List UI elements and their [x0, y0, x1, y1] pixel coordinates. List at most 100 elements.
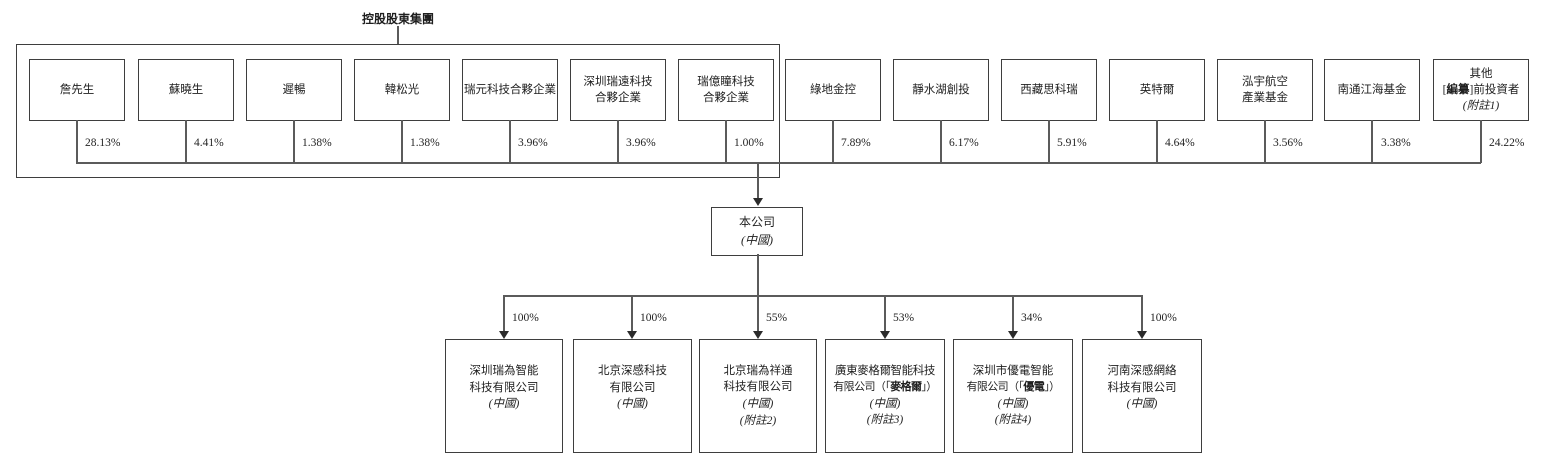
connector-line: [631, 295, 633, 332]
subsidiary-country: (中國): [488, 398, 520, 411]
company-country: (中國): [741, 232, 773, 247]
subsidiary-name: 科技有限公司: [723, 381, 793, 394]
shareholder-name: 合夥企業: [703, 92, 749, 104]
shareholder-name: 瑞億瞳科技: [697, 75, 755, 88]
connector-line: [940, 120, 942, 163]
ownership-percentage: 1.00%: [734, 137, 764, 149]
shareholder-name: 西藏思科瑞: [1020, 83, 1078, 96]
connector-line: [884, 295, 886, 332]
ownership-percentage: 1.38%: [410, 137, 440, 149]
arrow-down-icon: [1008, 331, 1018, 339]
connector-line: [832, 120, 834, 163]
shareholder-box: 深圳瑞遠科技 合夥企業: [570, 59, 666, 121]
arrow-down-icon: [627, 331, 637, 339]
shareholder-box: 詹先生: [29, 59, 125, 121]
ownership-percentage: 7.89%: [841, 137, 871, 149]
shareholder-name: 韓松光: [384, 83, 420, 96]
shareholder-box: 其他 [編纂]前投資者 (附註1): [1433, 59, 1529, 121]
shareholder-name: 靜水湖創投: [912, 83, 970, 96]
shareholder-name: 蘇曉生: [168, 83, 204, 96]
subsidiary-country: (中國): [617, 398, 648, 411]
shareholder-box: 綠地金控: [785, 59, 881, 121]
ownership-percentage: 100%: [640, 312, 667, 324]
subsidiary-note: (附註3): [866, 414, 904, 427]
ownership-percentage: 4.64%: [1165, 137, 1195, 149]
arrow-down-icon: [499, 331, 509, 339]
shareholder-note: (附註1): [1462, 100, 1500, 113]
shareholder-name: 英特爾: [1139, 83, 1175, 96]
arrow-down-icon: [1137, 331, 1147, 339]
shareholder-name: 泓宇航空: [1242, 75, 1288, 88]
subsidiary-box: 深圳市優電智能 有限公司（「優電」） (中國) (附註4): [953, 339, 1073, 453]
connector-line: [1048, 120, 1050, 163]
subsidiary-country: (中國): [742, 398, 774, 410]
company-box: 本公司 (中國): [711, 207, 803, 256]
connector-line: [1264, 120, 1266, 163]
shareholder-box: 瑞元科技合夥企業: [462, 59, 558, 121]
subsidiary-name: 深圳瑞為智能: [469, 364, 539, 377]
connector-line: [1141, 295, 1143, 332]
ownership-percentage: 100%: [1150, 312, 1177, 324]
connector-line: [1012, 295, 1014, 332]
connector-line: [293, 120, 295, 163]
subsidiary-box: 北京瑞為祥通 科技有限公司 (中國) (附註2): [699, 339, 817, 453]
ownership-percentage: 3.96%: [518, 137, 548, 149]
ownership-percentage: 100%: [512, 312, 539, 324]
shareholder-name: 其他: [1469, 67, 1493, 80]
subsidiary-note: (附註4): [994, 414, 1032, 427]
subsidiary-name: 深圳市優電智能: [972, 365, 1054, 378]
ownership-percentage: 34%: [1021, 312, 1043, 324]
connector-line: [397, 26, 399, 44]
shareholder-name: 深圳瑞遠科技: [583, 75, 653, 88]
connector-line: [185, 120, 187, 163]
shareholder-box: 西藏思科瑞: [1001, 59, 1097, 121]
subsidiary-country: (中國): [869, 397, 901, 410]
shareholder-name: 遲暢: [282, 83, 306, 96]
connector-line: [757, 162, 759, 199]
subsidiary-country: (中國): [1126, 398, 1158, 411]
connector-line: [1480, 120, 1482, 163]
connector-line: [76, 120, 78, 163]
subsidiary-box: 北京深感科技 有限公司 (中國): [573, 339, 692, 453]
shareholder-box: 南通江海基金: [1324, 59, 1420, 121]
subsidiary-name: 科技有限公司: [469, 381, 539, 394]
subsidiary-box: 深圳瑞為智能 科技有限公司 (中國): [445, 339, 563, 453]
connector-line: [757, 254, 759, 296]
ownership-percentage: 4.41%: [194, 137, 224, 149]
ownership-percentage: 53%: [893, 312, 915, 324]
subsidiary-box: 廣東麥格爾智能科技 有限公司（「麥格爾」） (中國) (附註3): [825, 339, 945, 453]
connector-line: [1371, 120, 1373, 163]
ownership-percentage: 24.22%: [1489, 137, 1525, 149]
ownership-percentage: 28.13%: [85, 137, 121, 149]
shareholder-name: 瑞元科技合夥企業: [464, 83, 556, 96]
shareholder-name: 產業基金: [1242, 92, 1288, 104]
subsidiary-country: (中國): [997, 397, 1029, 410]
connector-line: [503, 295, 505, 332]
company-name: 本公司: [738, 215, 775, 230]
shareholder-name: 綠地金控: [810, 83, 856, 96]
shareholder-box: 瑞億瞳科技 合夥企業: [678, 59, 774, 121]
subsidiary-name: 河南深感網絡: [1107, 364, 1177, 377]
shareholder-name: 詹先生: [59, 83, 95, 96]
subsidiary-name: 北京瑞為祥通: [723, 364, 793, 377]
shareholder-box: 韓松光: [354, 59, 450, 121]
connector-line: [401, 120, 403, 163]
subsidiary-name: 有限公司: [609, 381, 656, 394]
controlling-shareholder-group-label: 控股股東集團: [361, 12, 434, 26]
connector-line: [617, 120, 619, 163]
subsidiary-box: 河南深感網絡 科技有限公司 (中國): [1082, 339, 1202, 453]
connector-line: [757, 295, 759, 332]
shareholder-name: [編纂]前投資者: [1442, 83, 1520, 96]
shareholder-name: 合夥企業: [595, 92, 641, 104]
subsidiary-name: 廣東麥格爾智能科技: [835, 365, 935, 378]
shareholder-name: 南通江海基金: [1337, 83, 1407, 96]
shareholder-box: 蘇曉生: [138, 59, 234, 121]
shareholder-box: 泓宇航空 產業基金: [1217, 59, 1313, 121]
connector-line: [1156, 120, 1158, 163]
arrow-down-icon: [880, 331, 890, 339]
ownership-percentage: 6.17%: [949, 137, 979, 149]
ownership-percentage: 3.56%: [1273, 137, 1303, 149]
subsidiary-name: 北京深感科技: [598, 364, 667, 377]
subsidiary-name: 科技有限公司: [1107, 381, 1177, 394]
